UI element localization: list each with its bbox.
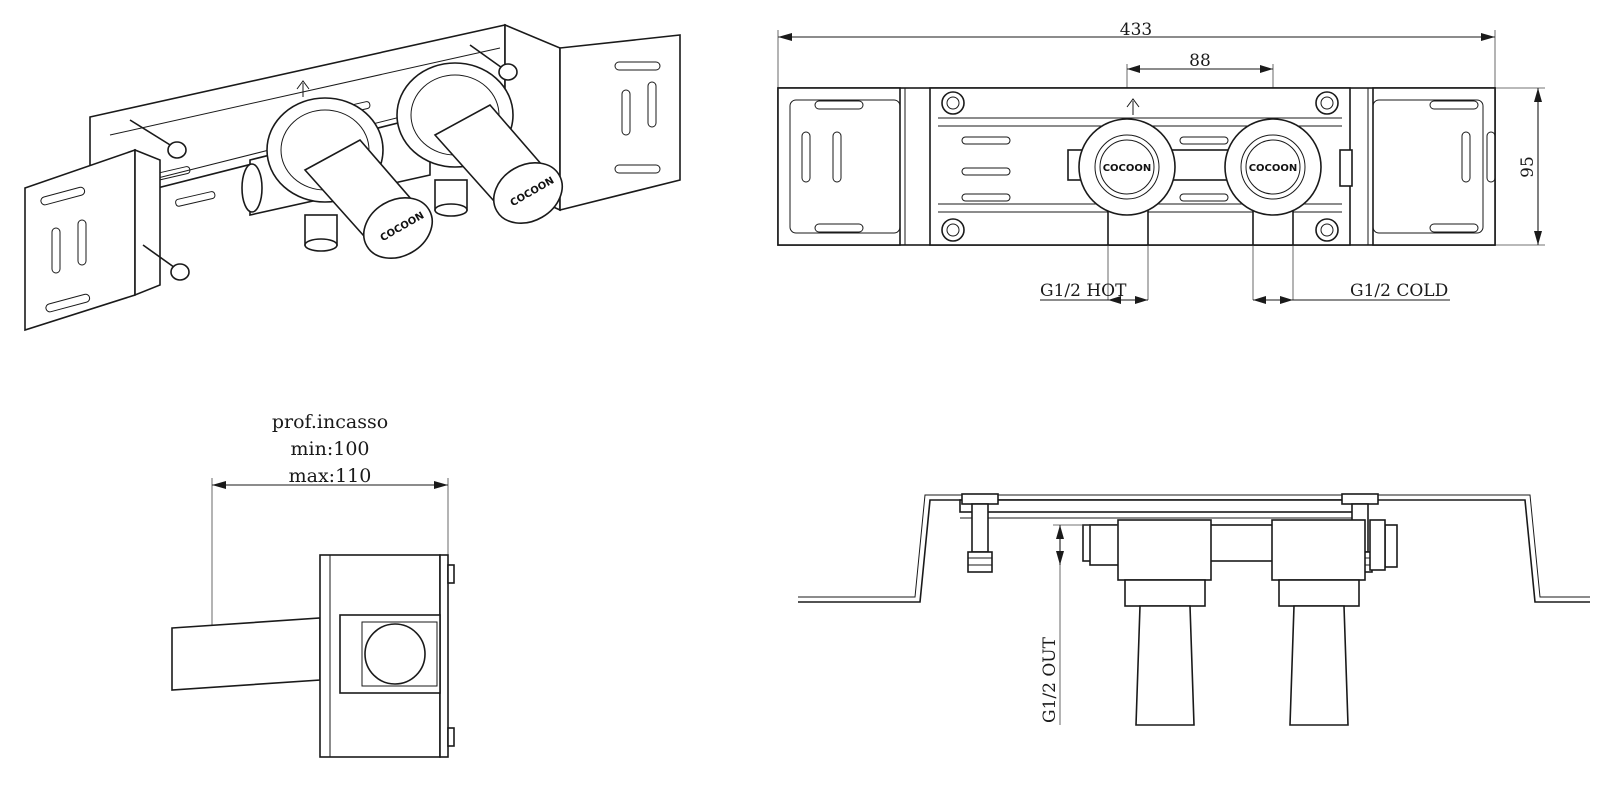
- up-arrow-icon: [1126, 98, 1140, 115]
- top-view: G1/2 OUT: [798, 493, 1590, 726]
- side-cartridge: [171, 617, 321, 691]
- iso-hot-valve: COCOON: [266, 97, 433, 259]
- top-hot-housing: [1117, 519, 1212, 581]
- dim-center-text: 88: [1189, 51, 1211, 71]
- iso-left-bracket-plate: [24, 148, 136, 332]
- front-hot-outlet: [1107, 209, 1149, 246]
- front-right-bracket: [1372, 87, 1496, 246]
- iso-cold-valve: COCOON: [396, 62, 563, 224]
- up-arrow-icon: [296, 80, 310, 97]
- depth-title: prof.incasso: [272, 411, 388, 433]
- front-left-bracket: [777, 87, 901, 246]
- iso-right-bracket-plate: [559, 34, 681, 212]
- depth-max: max:110: [289, 465, 372, 487]
- hot-connection-label: G1/2 HOT: [1040, 281, 1127, 301]
- top-cold-housing: [1271, 519, 1366, 581]
- front-bolts: [941, 91, 1339, 242]
- side-valve-circle: [364, 623, 426, 685]
- front-cold-logo: COCOON: [1249, 163, 1298, 174]
- isometric-view: COCOON COCOON: [24, 23, 681, 332]
- front-hot-valve: COCOON: [1078, 98, 1176, 216]
- top-left-bolt: [961, 493, 999, 573]
- dim-width-text: 433: [1120, 20, 1152, 40]
- front-hot-logo: COCOON: [1103, 163, 1152, 174]
- side-view: prof.incasso min:100 max:110: [171, 411, 455, 758]
- cold-connection-label: G1/2 COLD: [1350, 281, 1448, 301]
- top-cold-cartridge: [1289, 605, 1349, 726]
- dim-height-text: 95: [1518, 156, 1538, 178]
- front-cold-outlet: [1252, 209, 1294, 246]
- front-cold-valve: COCOON: [1224, 118, 1322, 216]
- front-view: 433 88 95: [777, 20, 1545, 304]
- depth-min: min:100: [291, 438, 370, 460]
- top-hot-cartridge: [1135, 605, 1195, 726]
- out-connection-label: G1/2 OUT: [1040, 636, 1060, 723]
